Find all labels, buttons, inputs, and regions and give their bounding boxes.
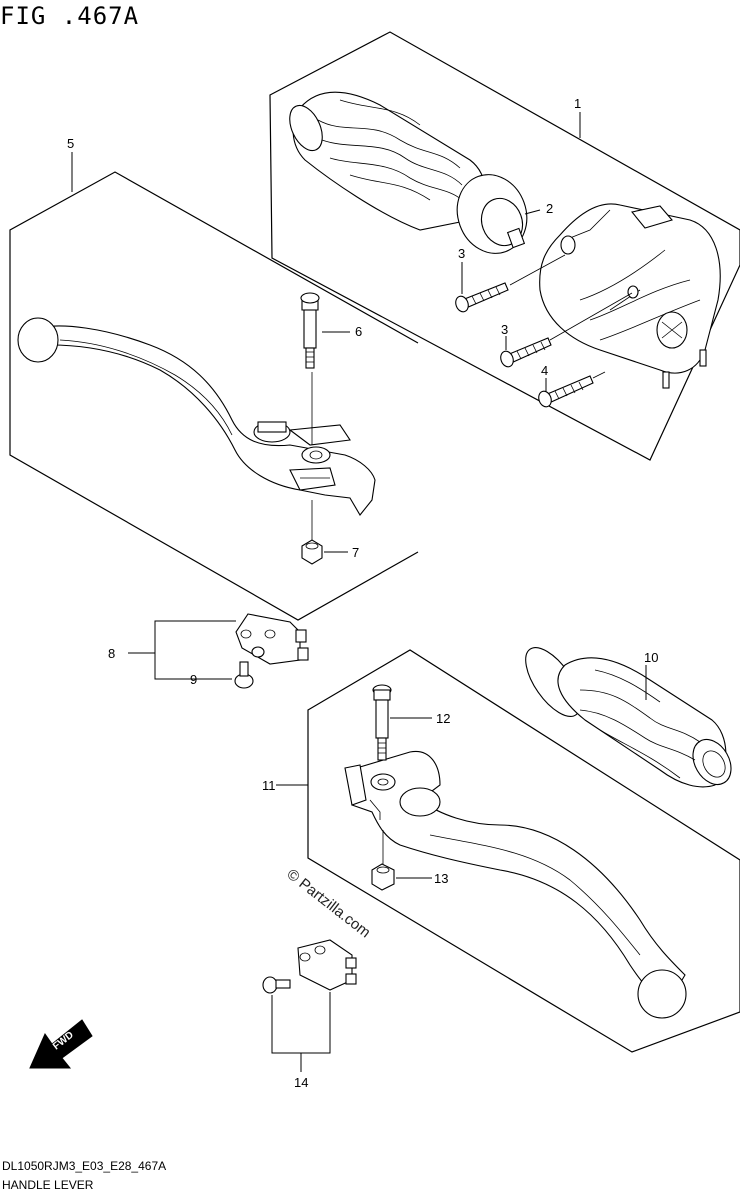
figure-name: HANDLE LEVER	[2, 1178, 94, 1192]
front-brake-switch-part[interactable]	[235, 613, 309, 665]
screw-3a-part[interactable]	[454, 282, 509, 314]
brake-lever-group	[9, 152, 419, 621]
callout-9[interactable]: 9	[190, 672, 197, 687]
throttle-assembly-panel	[269, 31, 740, 461]
callout-2[interactable]: 2	[546, 201, 553, 216]
throttle-assembly-group	[269, 31, 740, 461]
clutch-lever-part[interactable]	[344, 750, 687, 1019]
clutch-lever-group	[276, 649, 740, 1053]
clutch-lever-panel	[307, 649, 740, 1053]
figure-title: FIG .467A	[0, 2, 140, 30]
throttle-pulley-part[interactable]	[446, 165, 537, 263]
pivot-nut-part[interactable]	[301, 539, 323, 565]
callout-7[interactable]: 7	[352, 545, 359, 560]
callout-3b[interactable]: 3	[501, 322, 508, 337]
switch-housing-part[interactable]	[539, 203, 721, 389]
callout-13[interactable]: 13	[434, 871, 448, 886]
figure-code: DL1050RJM3_E03_E28_467A	[2, 1159, 167, 1173]
brake-lever-panel	[9, 171, 419, 621]
fwd-arrow-icon: FWD	[29, 1019, 93, 1069]
callout-12[interactable]: 12	[436, 711, 450, 726]
left-grip-part[interactable]	[515, 639, 738, 791]
callout-6[interactable]: 6	[355, 324, 362, 339]
callout-14[interactable]: 14	[294, 1075, 308, 1090]
clutch-pivot-nut-part[interactable]	[371, 863, 395, 891]
pivot-bolt-part[interactable]	[300, 292, 320, 369]
throttle-grip-part[interactable]	[283, 91, 486, 231]
callout-11[interactable]: 11	[262, 778, 276, 793]
front-brake-switch-group	[128, 613, 309, 689]
clutch-switch-part[interactable]	[297, 939, 357, 991]
switch-screw-14-part[interactable]	[262, 976, 291, 994]
brake-lever-part[interactable]	[17, 317, 376, 516]
clutch-pivot-bolt-part[interactable]	[372, 684, 392, 761]
callout-5[interactable]: 5	[67, 136, 74, 151]
callout-1[interactable]: 1	[574, 96, 581, 111]
callout-4[interactable]: 4	[541, 363, 548, 378]
screw-4-part[interactable]	[537, 375, 594, 409]
clutch-switch-group	[262, 939, 357, 1072]
screw-3b-part[interactable]	[499, 337, 552, 369]
switch-screw-9-part[interactable]	[234, 661, 254, 689]
callout-8[interactable]: 8	[108, 646, 115, 661]
callout-3a[interactable]: 3	[458, 246, 465, 261]
watermark-text: © Partzilla.com	[284, 866, 374, 942]
callout-10[interactable]: 10	[644, 650, 658, 665]
